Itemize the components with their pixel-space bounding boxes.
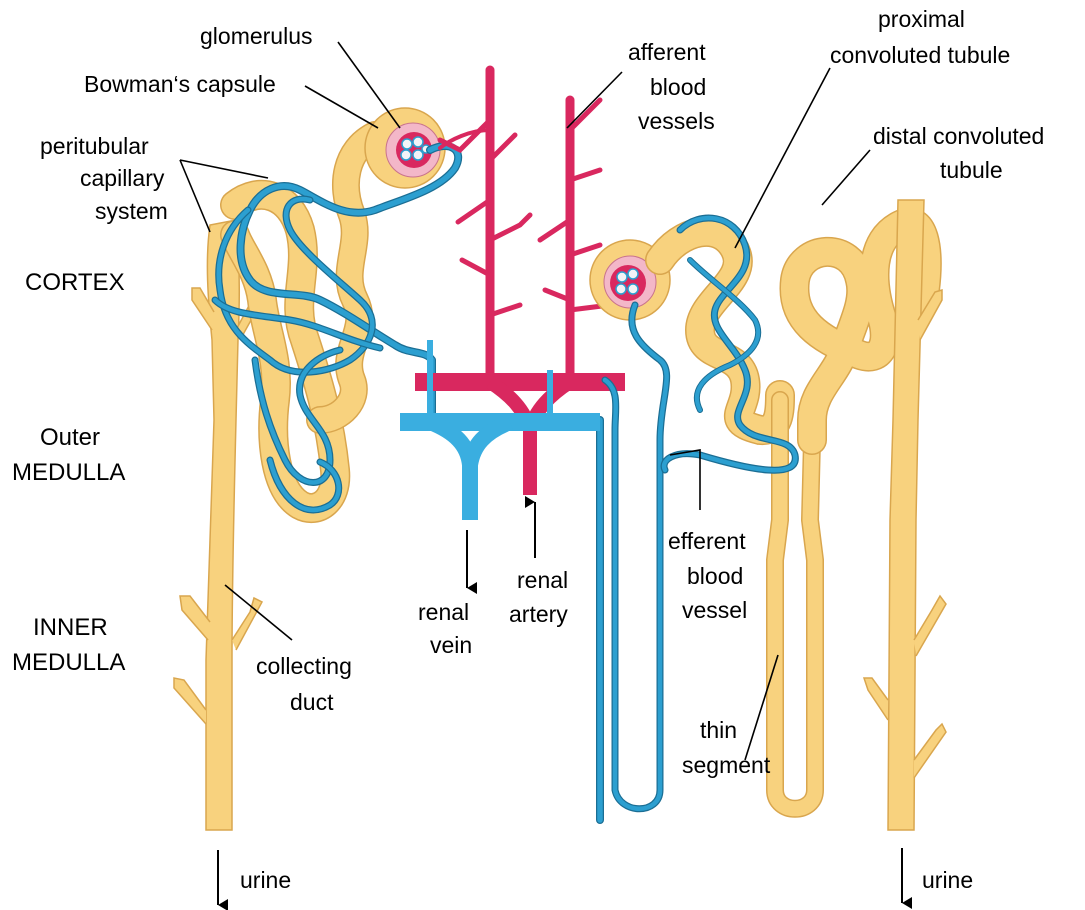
label-afferent-3: vessels (638, 108, 715, 134)
zone-outer-medulla-2: MEDULLA (12, 459, 125, 486)
label-thin-2: segment (682, 752, 771, 778)
glomerulus-right (610, 265, 646, 301)
zone-cortex: CORTEX (25, 269, 125, 296)
label-efferent-1: efferent (668, 528, 746, 554)
label-distal-2: tubule (940, 157, 1003, 183)
leader-collecting (225, 585, 292, 640)
label-efferent-3: vessel (682, 597, 747, 623)
label-collecting-1: collecting (256, 653, 352, 679)
leader-glomerulus (338, 42, 400, 128)
afferent-arteries (440, 70, 610, 380)
zone-inner-medulla-2: MEDULLA (12, 649, 125, 676)
leader-peritubular-2 (180, 160, 210, 232)
label-renal-artery-2: artery (509, 601, 568, 627)
label-urine-left: urine (240, 867, 291, 893)
label-afferent-1: afferent (628, 39, 706, 65)
leader-bowmans (305, 86, 378, 128)
label-glomerulus: glomerulus (200, 23, 313, 49)
label-bowmans-capsule: Bowman‘s capsule (84, 71, 276, 97)
label-thin-1: thin (700, 717, 737, 743)
leader-peritubular-1 (180, 160, 268, 178)
zone-inner-medulla-1: INNER (33, 614, 108, 641)
label-renal-vein-2: vein (430, 632, 472, 658)
label-efferent-2: blood (687, 563, 743, 589)
label-peritubular-1: peritubular (40, 133, 149, 159)
label-peritubular-2: capillary (80, 165, 165, 191)
label-collecting-2: duct (290, 689, 334, 715)
zone-outer-medulla-1: Outer (40, 424, 100, 451)
label-proximal-2: convoluted tubule (830, 42, 1010, 68)
zone-labels: CORTEX Outer MEDULLA INNER MEDULLA (12, 269, 125, 676)
label-peritubular-3: system (95, 198, 168, 224)
label-urine-right: urine (922, 867, 973, 893)
leader-proximal (735, 68, 830, 248)
label-proximal-1: proximal (878, 6, 965, 32)
label-renal-artery-1: renal (517, 567, 568, 593)
label-distal-1: distal convoluted (873, 123, 1044, 149)
label-renal-vein-1: renal (418, 599, 469, 625)
leader-afferent (567, 72, 622, 128)
leader-distal (822, 150, 870, 205)
label-afferent-2: blood (650, 74, 706, 100)
